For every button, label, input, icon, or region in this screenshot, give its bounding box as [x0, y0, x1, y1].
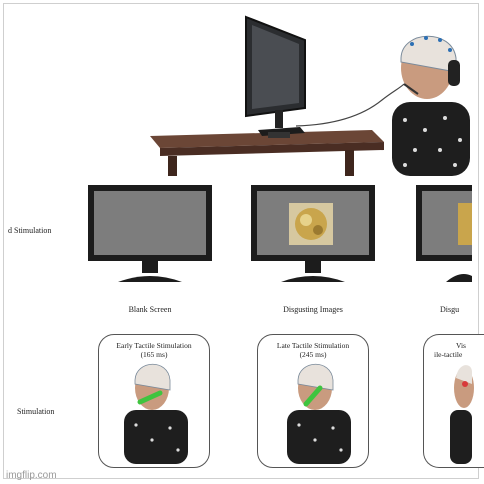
card-partial-third-title-line1: Vis [456, 341, 466, 350]
monitor-blank-screen [88, 185, 212, 282]
card-partial-third-title-line2: ile-tactile [434, 350, 463, 359]
card-early-tactile: Early Tactile Stimulation (165 ms) [98, 334, 210, 468]
card-early-tactile-title-line2: (165 ms) [140, 350, 168, 359]
card-late-tactile-title: Late Tactile Stimulation (245 ms) [258, 341, 368, 359]
desk-illustration [150, 130, 384, 176]
cable-line [295, 83, 405, 127]
card-late-tactile: Late Tactile Stimulation (245 ms) [257, 334, 369, 468]
caption-disgusting-images: Disgusting Images [283, 305, 343, 314]
caption-blank-screen: Blank Screen [128, 305, 172, 314]
card-early-tactile-title: Early Tactile Stimulation (165 ms) [99, 341, 209, 359]
card-late-tactile-title-line1: Late Tactile Stimulation [276, 341, 350, 350]
card-late-tactile-title-line2: (245 ms) [299, 350, 327, 359]
row-label-visual-stimulation: d Stimulation [8, 226, 52, 235]
participant-figure [392, 35, 470, 176]
watermark-text: imgflip.com [6, 470, 57, 481]
caption-partial-third: Disgu [440, 305, 460, 314]
monitor-partial-third [416, 185, 472, 282]
monitor-disgusting-images [251, 185, 375, 282]
card-partial-third: Vis ile-tactile [423, 334, 484, 468]
image-frame [3, 3, 479, 479]
row-label-tactile-stimulation: Stimulation [17, 407, 55, 416]
card-partial-third-title: Vis ile-tactile [434, 341, 484, 359]
top-monitor-icon [245, 15, 306, 138]
card-early-tactile-title-line1: Early Tactile Stimulation [116, 341, 192, 350]
